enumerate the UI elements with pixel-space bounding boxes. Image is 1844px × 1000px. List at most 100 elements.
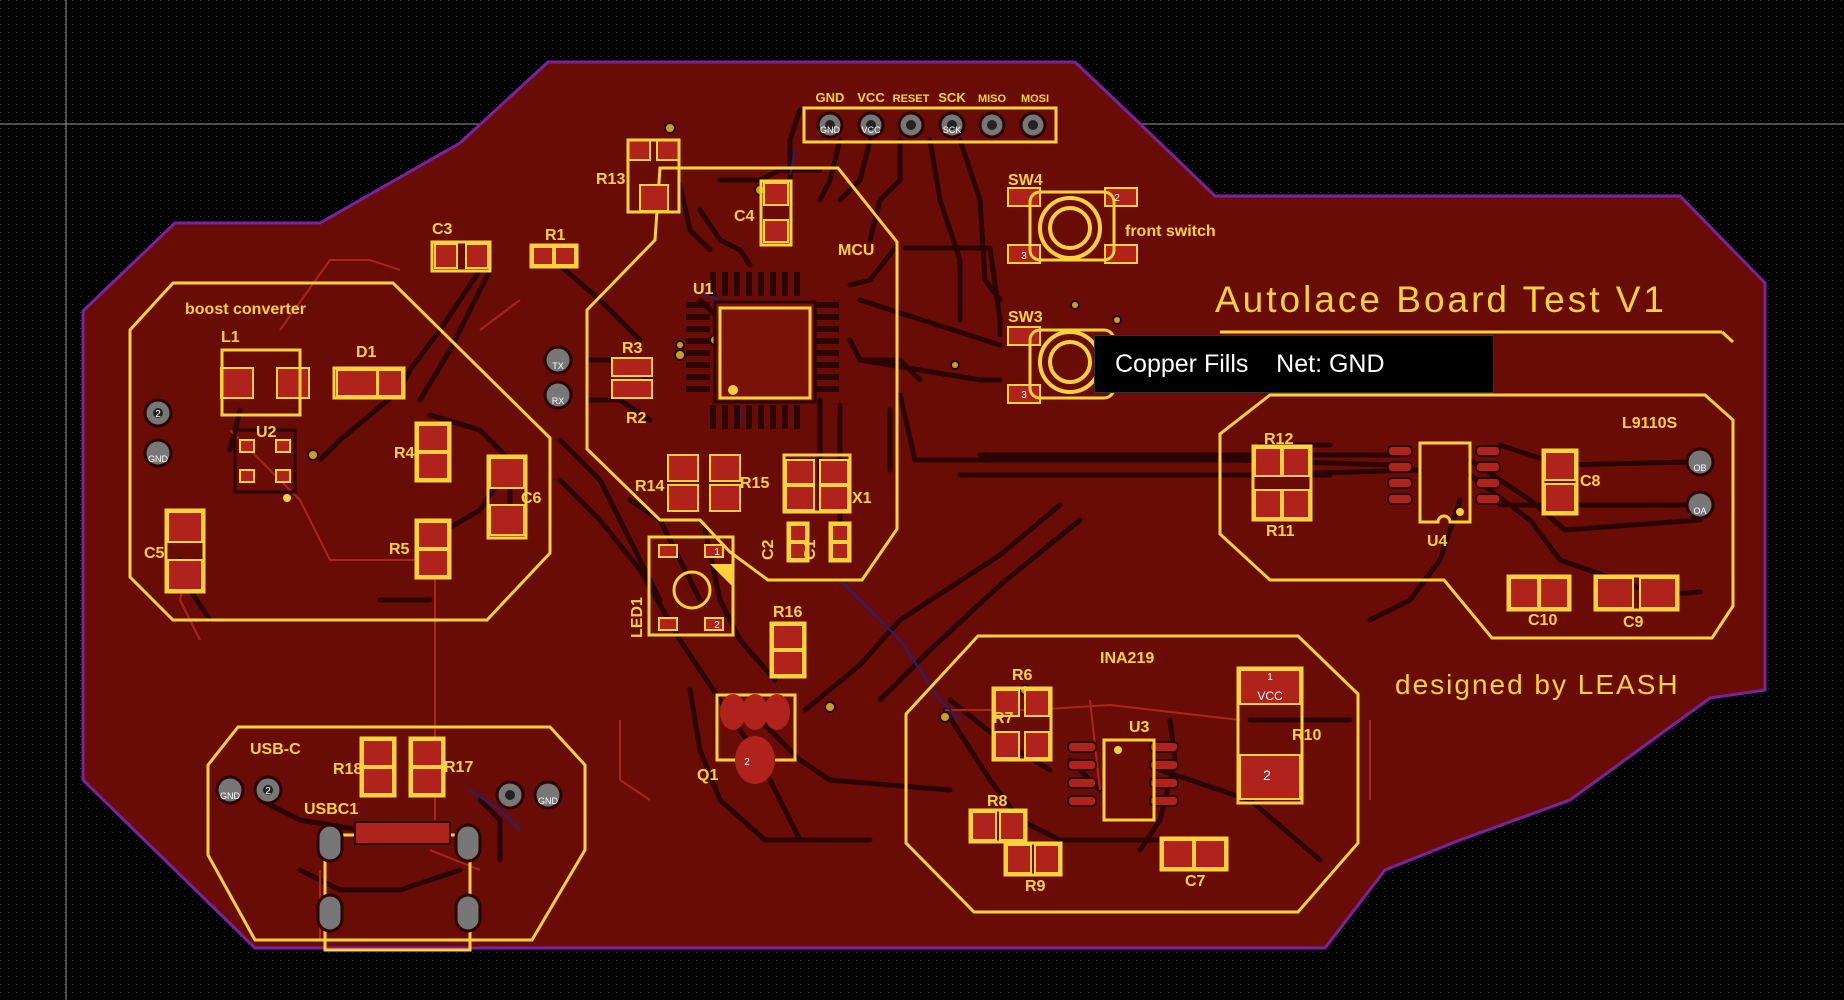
ref-u1: U1 xyxy=(693,281,714,298)
ref-c7: C7 xyxy=(1185,873,1206,890)
usbc-outline xyxy=(206,725,587,942)
ref-c10: C10 xyxy=(1528,612,1557,629)
ref-c5: C5 xyxy=(144,545,165,562)
boost-converter-outline xyxy=(128,281,552,622)
tooltip-title: Copper Fills xyxy=(1115,349,1249,378)
header-pin-label: MOSI xyxy=(1021,93,1049,105)
through-hole-pads[interactable] xyxy=(143,345,1715,810)
pad-number: 3 xyxy=(1021,251,1027,262)
header-pad-label: GND xyxy=(820,125,841,135)
pad-number: 2 xyxy=(714,620,720,631)
l9110s-outline xyxy=(1218,393,1735,640)
ina219-outline xyxy=(904,634,1360,914)
ref-led1: LED1 xyxy=(629,597,646,638)
ref-c2: C2 xyxy=(760,539,777,560)
u2-pin1-marker xyxy=(283,494,291,502)
ref-r9: R9 xyxy=(1025,878,1046,895)
pad-number: 2 xyxy=(1114,193,1120,204)
pad-number: 1 xyxy=(1267,672,1273,683)
pad-label-rx: RX xyxy=(552,396,565,406)
usb-c-connector[interactable] xyxy=(316,821,482,952)
header-pad-label: SCK xyxy=(943,125,962,135)
header-outline xyxy=(802,106,1058,144)
ref-sw3: SW3 xyxy=(1008,309,1043,326)
pad-label-ob: OB xyxy=(1693,463,1706,473)
ref-r13: R13 xyxy=(596,171,625,188)
ref-r6: R6 xyxy=(1012,667,1033,684)
header-pin-label: MISO xyxy=(978,93,1007,105)
chip-u2[interactable] xyxy=(233,428,297,494)
ref-r8: R8 xyxy=(987,793,1008,810)
tooltip-net: Net: GND xyxy=(1276,349,1385,378)
ref-r7: R7 xyxy=(993,710,1014,727)
pad-number: 3 xyxy=(1021,390,1027,401)
ref-r10: R10 xyxy=(1292,727,1321,744)
header-pin-label: GND xyxy=(816,90,845,105)
copper-traces xyxy=(177,107,1703,893)
hover-tooltip: Copper Fills Net: GND xyxy=(1094,335,1494,393)
pad-label-gnd: GND xyxy=(148,454,169,464)
board-title: Autolace Board Test V1 xyxy=(1215,279,1667,320)
group-label-ina219: INA219 xyxy=(1100,650,1154,667)
group-label-front-switch: front switch xyxy=(1125,223,1216,240)
led-lens xyxy=(672,570,712,610)
pad-label-oa: OA xyxy=(1693,506,1706,516)
header-pin-label: SCK xyxy=(938,90,966,105)
group-label-boost: boost converter xyxy=(185,301,306,318)
group-label-l9110s: L9110S xyxy=(1622,415,1677,432)
bottom-traces xyxy=(178,259,1371,940)
pad-label-gnd: GND xyxy=(538,796,559,806)
ref-c8: C8 xyxy=(1580,473,1601,490)
r10-pad-label: VCC xyxy=(1257,689,1283,703)
ref-r15: R15 xyxy=(740,475,769,492)
pad-number: 1 xyxy=(714,547,720,558)
ref-c4: C4 xyxy=(734,208,755,225)
transistor-q1[interactable] xyxy=(715,693,797,784)
ref-r2: R2 xyxy=(626,410,647,427)
ref-r14: R14 xyxy=(635,478,664,495)
header-pin-label: VCC xyxy=(857,90,885,105)
switch-sw4[interactable] xyxy=(1007,187,1138,264)
header-pin-label: RESET xyxy=(893,93,930,105)
ref-c9: C9 xyxy=(1623,614,1644,631)
ref-d1: D1 xyxy=(356,344,377,361)
ref-sw4: SW4 xyxy=(1008,172,1043,189)
ref-r17: R17 xyxy=(444,759,473,776)
pad-number: 2 xyxy=(1263,767,1271,783)
ref-u3: U3 xyxy=(1129,719,1150,736)
ref-x1: X1 xyxy=(852,490,872,507)
ref-r3: R3 xyxy=(622,340,643,357)
pad-number: 2 xyxy=(265,786,271,797)
component-outlines xyxy=(164,138,1680,877)
group-label-mcu: MCU xyxy=(838,242,874,259)
ref-u4: U4 xyxy=(1427,533,1448,550)
ref-c3: C3 xyxy=(432,221,453,238)
ref-r16: R16 xyxy=(773,604,802,621)
pad-label-gnd: GND xyxy=(220,791,241,801)
ref-q1: Q1 xyxy=(697,767,718,784)
mcu-outline xyxy=(585,166,899,582)
chip-u4[interactable] xyxy=(1387,441,1501,524)
pad-label-tx: TX xyxy=(552,361,564,371)
board-credit: designed by LEASH xyxy=(1395,669,1680,700)
ref-r4: R4 xyxy=(394,445,415,462)
ref-c6: C6 xyxy=(521,490,542,507)
group-label-usbc: USB-C xyxy=(250,741,301,758)
ref-u2: U2 xyxy=(256,424,277,441)
header-pad-label: VCC xyxy=(861,125,881,135)
ref-r11: R11 xyxy=(1266,523,1295,540)
mcu-chip-u1[interactable] xyxy=(686,272,839,429)
pad-number: 2 xyxy=(744,757,750,768)
led-cathode-mark xyxy=(710,564,733,587)
pad-number: 2 xyxy=(155,409,161,420)
ref-r12: R12 xyxy=(1264,431,1293,448)
ref-r1: R1 xyxy=(545,227,566,244)
ref-r18: R18 xyxy=(333,761,362,778)
component-pads[interactable] xyxy=(167,139,1677,874)
ref-l1: L1 xyxy=(221,329,240,346)
ref-c1: C1 xyxy=(802,539,819,560)
programming-header[interactable]: GND VCC SCK GND VCC RESET SCK MISO MOSI xyxy=(816,90,1050,139)
chip-u3[interactable] xyxy=(1067,738,1179,822)
ref-usbc1: USBC1 xyxy=(304,801,358,818)
